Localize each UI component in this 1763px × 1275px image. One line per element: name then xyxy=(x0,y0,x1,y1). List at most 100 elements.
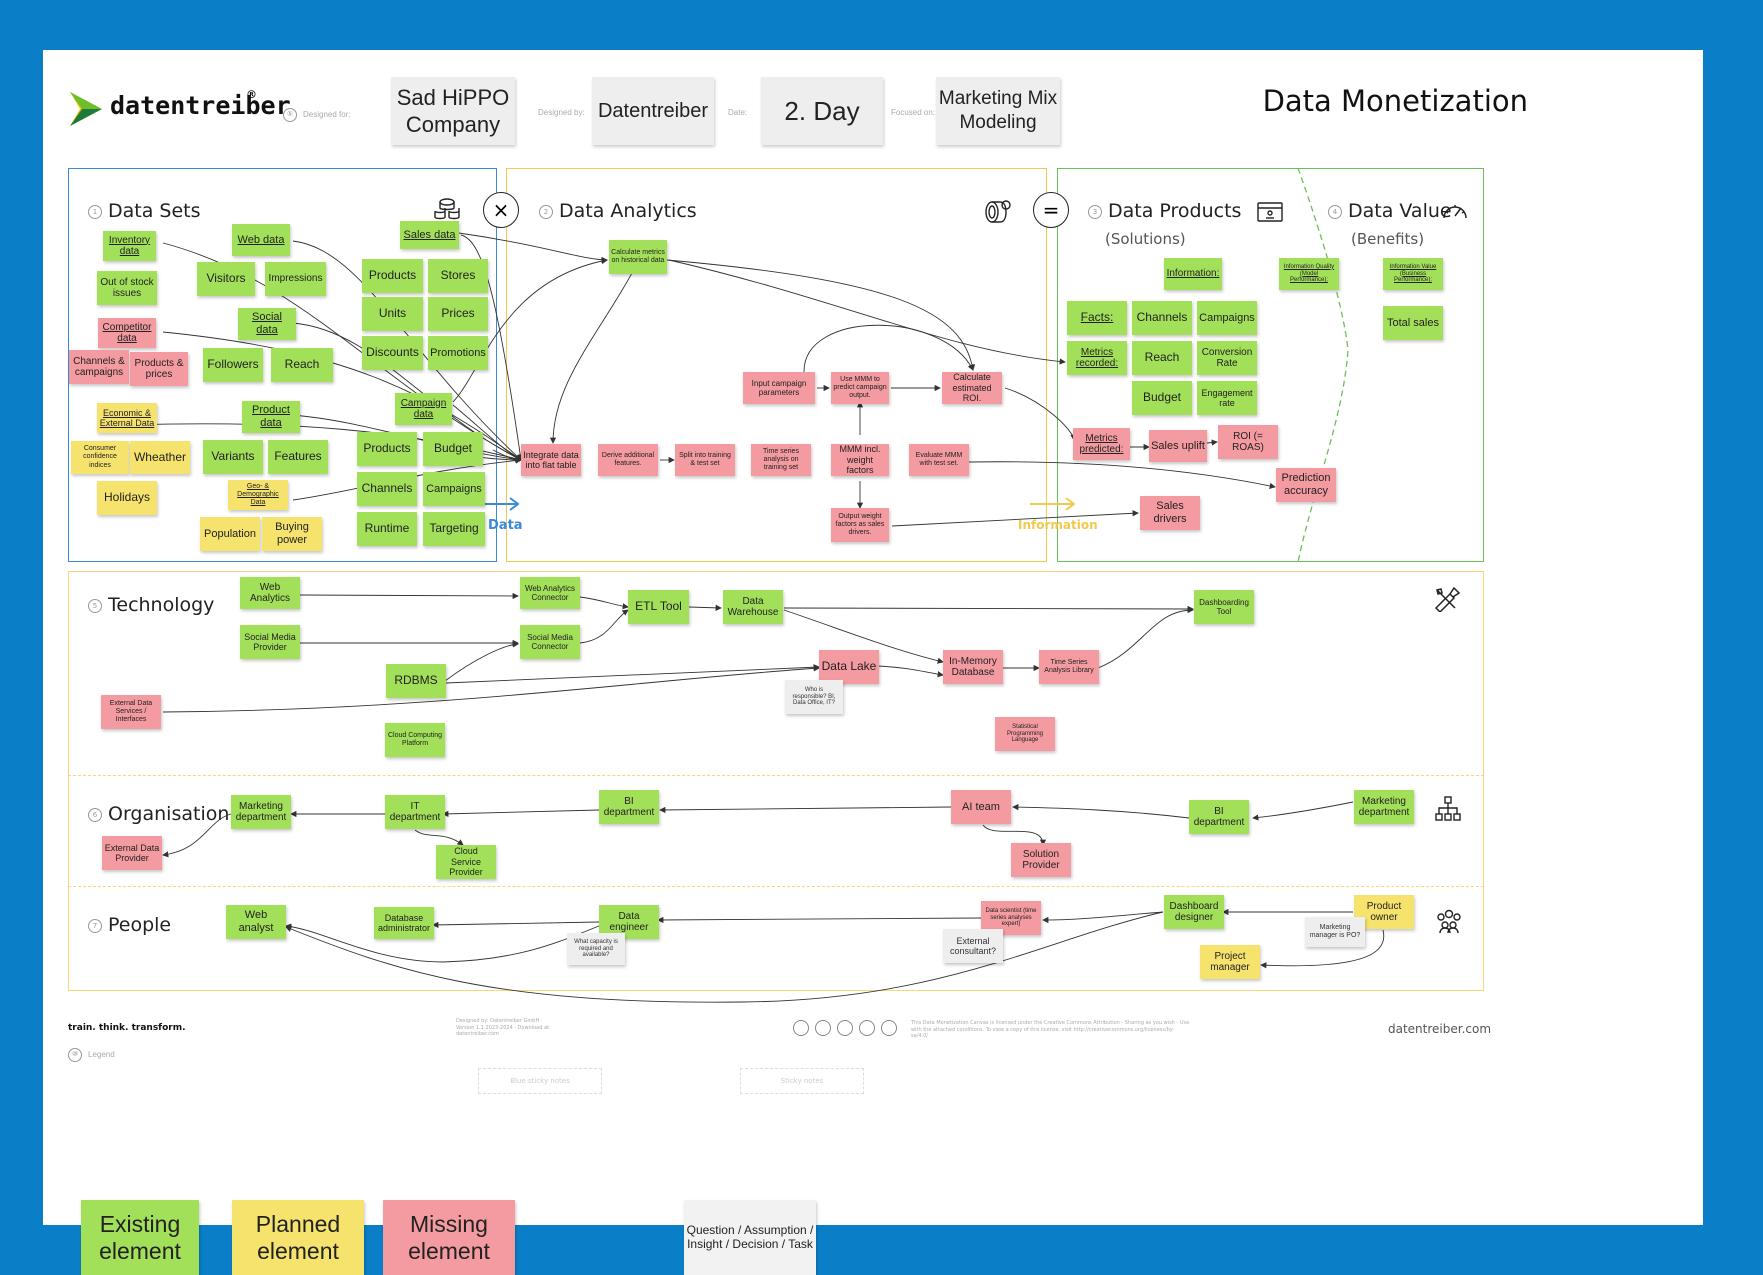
note-impressions[interactable]: Impressions xyxy=(265,262,326,296)
note-calc-roi[interactable]: Calculate estimated ROI. xyxy=(942,372,1002,404)
note-information-quality[interactable]: Information Quality (Model Performance): xyxy=(1279,258,1339,290)
note-in-memory-db[interactable]: In-Memory Database xyxy=(943,650,1003,684)
note-followers[interactable]: Followers xyxy=(203,348,263,382)
note-sales-uplift[interactable]: Sales uplift xyxy=(1149,430,1207,462)
note-solution-provider[interactable]: Solution Provider xyxy=(1011,843,1071,877)
note-buying-power[interactable]: Buying power xyxy=(262,517,322,551)
note-rdbms[interactable]: RDBMS xyxy=(386,664,446,698)
note-time-series-analysis[interactable]: Time series analysis on training set xyxy=(751,444,811,476)
note-products-1[interactable]: Products xyxy=(362,259,423,293)
note-information[interactable]: Information: xyxy=(1164,258,1222,290)
note-channels-dp[interactable]: Channels xyxy=(1132,301,1192,335)
note-input-campaign-params[interactable]: Input campaign parameters xyxy=(743,372,815,404)
note-data-scientist[interactable]: Data scientist (time series analyses exp… xyxy=(981,901,1041,935)
note-derive-features[interactable]: Derive additional features. xyxy=(598,444,658,476)
focused-on-field[interactable]: Marketing Mix Modeling xyxy=(936,77,1060,145)
note-metrics-recorded[interactable]: Metrics recorded: xyxy=(1067,341,1127,375)
note-dashboarding-tool[interactable]: Dashboarding Tool xyxy=(1194,590,1254,624)
note-mmm-weights[interactable]: MMM incl. weight factors xyxy=(831,444,889,476)
note-social-media-connector[interactable]: Social Media Connector xyxy=(520,625,580,659)
website-link[interactable]: datentreiber.com xyxy=(1388,1022,1492,1036)
note-stores[interactable]: Stores xyxy=(428,259,488,293)
note-discounts[interactable]: Discounts xyxy=(362,336,423,370)
note-promotions[interactable]: Promotions xyxy=(428,336,488,370)
note-it-department[interactable]: IT department xyxy=(385,795,445,829)
designed-by-field[interactable]: Datentreiber xyxy=(592,77,714,145)
note-marketing-department-2[interactable]: Marketing department xyxy=(1354,790,1414,824)
note-data-engineer[interactable]: Data engineer xyxy=(599,905,659,939)
note-products-2[interactable]: Products xyxy=(357,432,417,466)
note-economic-data[interactable]: Economic & External Data xyxy=(97,403,157,433)
note-targeting[interactable]: Targeting xyxy=(423,512,485,546)
note-prices[interactable]: Prices xyxy=(428,297,488,331)
note-use-mmm[interactable]: Use MMM to predict campaign output. xyxy=(831,372,889,404)
note-reach[interactable]: Reach xyxy=(271,348,333,382)
note-who-responsible[interactable]: Who is responsible? BI, Data Office, IT? xyxy=(785,680,843,714)
note-output-weights[interactable]: Output weight factors as sales drivers. xyxy=(831,508,889,542)
note-web-analytics-connector[interactable]: Web Analytics Connector xyxy=(520,577,580,609)
note-bi-department-2[interactable]: BI department xyxy=(1189,800,1249,834)
note-holidays[interactable]: Holidays xyxy=(97,481,157,515)
note-cloud-service-provider[interactable]: Cloud Service Provider xyxy=(436,845,496,879)
note-prediction-accuracy[interactable]: Prediction accuracy xyxy=(1276,468,1336,502)
note-external-consultant[interactable]: External consultant? xyxy=(943,929,1003,963)
note-campaigns-dp[interactable]: Campaigns xyxy=(1197,301,1257,335)
note-channels[interactable]: Channels xyxy=(357,472,417,506)
note-campaigns[interactable]: Campaigns xyxy=(423,472,485,506)
note-metrics-predicted[interactable]: Metrics predicted: xyxy=(1073,428,1130,460)
note-conversion-rate[interactable]: Conversion Rate xyxy=(1197,341,1257,375)
note-calc-metrics[interactable]: Calculate metrics on historical data xyxy=(609,240,667,274)
note-web-analyst[interactable]: Web analyst xyxy=(226,905,286,939)
note-competitor-data[interactable]: Competitor data xyxy=(98,318,156,348)
note-dashboard-designer[interactable]: Dashboard designer xyxy=(1164,895,1224,929)
note-ts-library[interactable]: Time Series Analysis Library xyxy=(1039,650,1099,684)
note-social-data[interactable]: Social data xyxy=(238,308,296,340)
note-integrate-data[interactable]: Integrate data into flat table xyxy=(521,444,581,476)
note-variants[interactable]: Variants xyxy=(203,440,263,474)
note-ai-team[interactable]: AI team xyxy=(951,790,1011,824)
note-budget[interactable]: Budget xyxy=(423,432,483,466)
note-facts[interactable]: Facts: xyxy=(1067,301,1127,335)
note-database-administrator[interactable]: Database administrator xyxy=(374,907,434,939)
note-engagement-rate[interactable]: Engagement rate xyxy=(1197,381,1257,415)
note-social-media-provider[interactable]: Social Media Provider xyxy=(240,625,300,659)
note-capacity-question[interactable]: What capacity is required and available? xyxy=(567,933,625,965)
note-weather[interactable]: Wheather xyxy=(130,441,190,474)
note-data-warehouse[interactable]: Data Warehouse xyxy=(723,590,783,624)
note-information-value[interactable]: Information Value (Business Performance)… xyxy=(1383,258,1443,290)
note-marketing-department-1[interactable]: Marketing department xyxy=(231,795,291,829)
note-external-data-services[interactable]: External Data Services / Interfaces xyxy=(101,695,161,729)
note-geo-demographic[interactable]: Geo- & Demographic Data xyxy=(228,480,288,510)
note-statistical-language[interactable]: Statistical Programming Language xyxy=(995,717,1055,751)
note-project-manager[interactable]: Project manager xyxy=(1200,945,1260,979)
note-cloud-computing[interactable]: Cloud Computing Platform xyxy=(385,723,445,757)
note-web-analytics[interactable]: Web Analytics xyxy=(240,577,300,609)
note-reach-dp[interactable]: Reach xyxy=(1132,341,1192,375)
note-split-sets[interactable]: Split into training & test set xyxy=(675,444,735,476)
designed-for-field[interactable]: Sad HiPPO Company xyxy=(391,77,515,145)
note-total-sales[interactable]: Total sales xyxy=(1383,306,1443,340)
note-consumer-confidence[interactable]: Consumer confidence indices xyxy=(71,441,129,474)
note-channels-campaigns[interactable]: Channels & campaigns xyxy=(69,350,129,384)
note-etl-tool[interactable]: ETL Tool xyxy=(628,590,689,624)
note-features[interactable]: Features xyxy=(268,440,328,474)
note-evaluate-mmm[interactable]: Evaluate MMM with test set. xyxy=(909,444,969,476)
note-population[interactable]: Population xyxy=(200,517,260,551)
note-sales-drivers[interactable]: Sales drivers xyxy=(1140,496,1200,530)
note-external-data-provider[interactable]: External Data Provider xyxy=(102,836,162,870)
note-data-lake[interactable]: Data Lake xyxy=(819,650,879,684)
note-product-data[interactable]: Product data xyxy=(242,401,300,433)
note-campaign-data[interactable]: Campaign data xyxy=(395,393,452,425)
note-sales-data[interactable]: Sales data xyxy=(400,221,459,249)
date-field[interactable]: 2. Day xyxy=(761,77,883,145)
note-bi-department-1[interactable]: BI department xyxy=(599,790,659,824)
note-marketing-manager-question[interactable]: Marketing manager is PO? xyxy=(1305,917,1365,947)
note-roi[interactable]: ROI (= ROAS) xyxy=(1218,425,1278,459)
note-units[interactable]: Units xyxy=(362,297,423,331)
note-inventory-data[interactable]: Inventory data xyxy=(103,231,156,261)
note-web-data[interactable]: Web data xyxy=(232,224,290,256)
note-visitors[interactable]: Visitors xyxy=(197,262,255,296)
note-budget-dp[interactable]: Budget xyxy=(1132,381,1192,415)
note-runtime[interactable]: Runtime xyxy=(357,512,417,546)
note-out-of-stock[interactable]: Out of stock issues xyxy=(97,271,157,305)
